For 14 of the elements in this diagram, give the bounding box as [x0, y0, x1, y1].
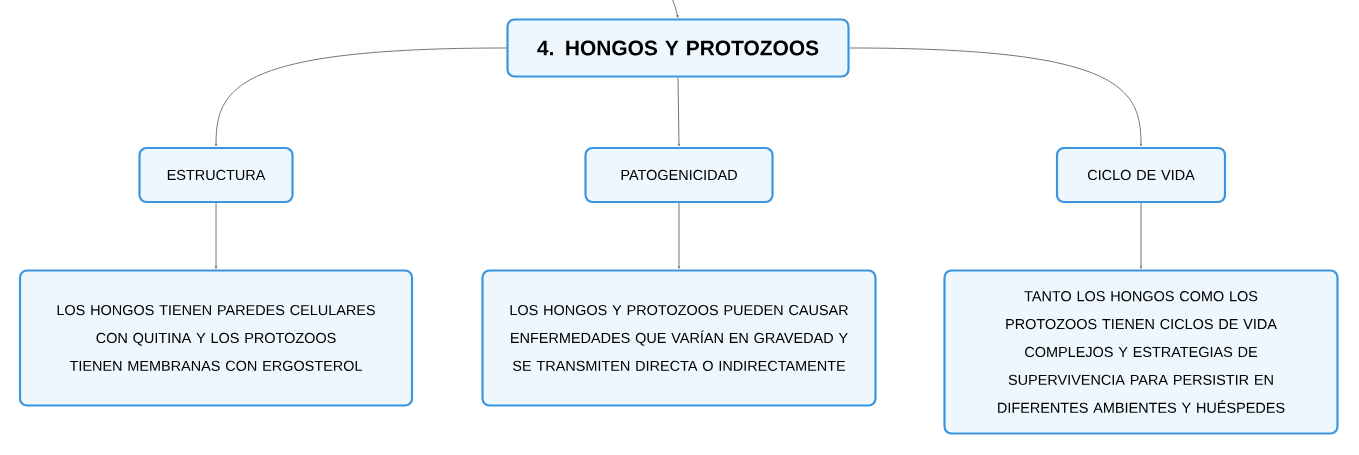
- arrow: [677, 202, 681, 269]
- arrow: [1139, 202, 1143, 269]
- central-topic-box: 4. HONGOS Y PROTOZOOS: [506, 18, 850, 78]
- topic-box: PATOGENICIDAD: [584, 146, 774, 204]
- description-box: TANTO LOS HONGOS COMO LOS PROTOZOOS TIENEN CICLOS DE VIDA COMPLEJOS Y ESTRATEGIAS DE SUPERVIVENCIA PARA PERSISTIR EN DIFERENTES AMBIENTES Y HUÉSPEDES: [943, 269, 1339, 435]
- topic-box: ESTRUCTURA: [138, 146, 294, 204]
- description-box: LOS HONGOS Y PROTOZOOS PUEDEN CAUSAR ENFERMEDADES QUE VARÍAN EN GRAVEDAD Y SE TRANSMITEN DIRECTA O INDIRECTAMENTE: [481, 269, 877, 407]
- arrow: [677, 77, 681, 147]
- arrow: [214, 47, 507, 147]
- arrow: [214, 202, 218, 269]
- arrow: [849, 47, 1143, 147]
- description-box: LOS HONGOS TIENEN PAREDES CELULARES CON QUITINA Y LOS PROTOZOOS TIENEN MEMBRANAS CON ERGOSTEROL: [18, 269, 414, 407]
- arrow: [671, 0, 679, 18]
- topic-box: CICLO DE VIDA: [1055, 146, 1227, 204]
